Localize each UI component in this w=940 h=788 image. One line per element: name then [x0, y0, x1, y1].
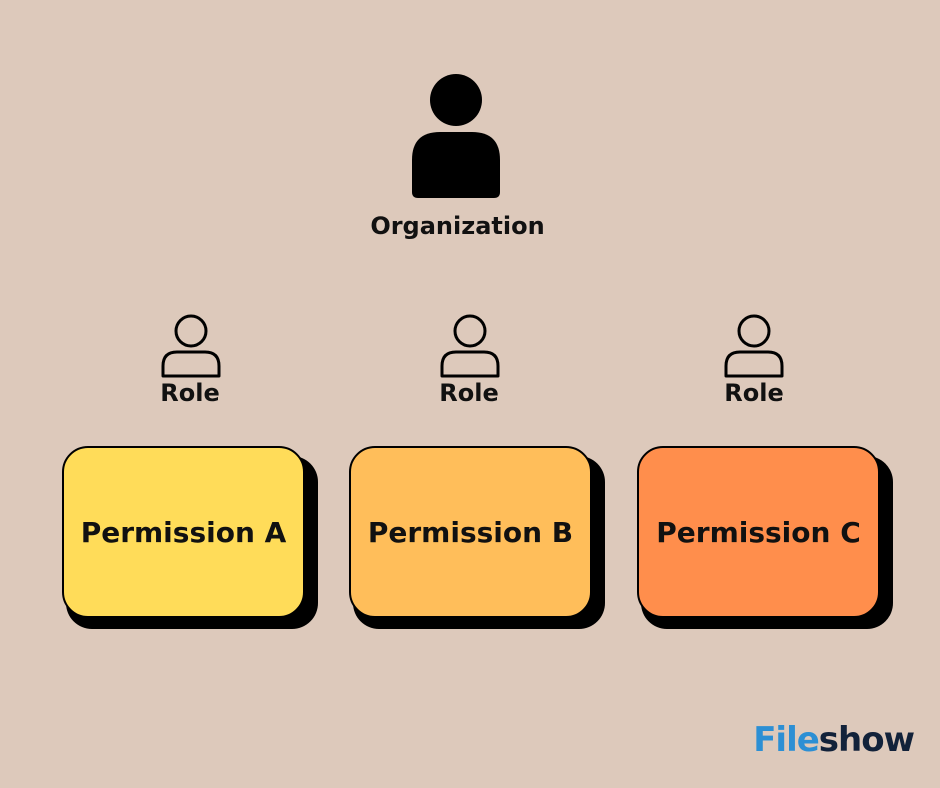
- organization-label: Organization: [370, 212, 545, 240]
- permission-b-label: Permission B: [367, 515, 574, 549]
- role-label: Role: [724, 379, 784, 407]
- role-person-icon: [724, 314, 784, 378]
- fileshow-logo: Fileshow: [753, 720, 915, 760]
- role-person-icon: [161, 314, 221, 378]
- role-label: Role: [160, 379, 220, 407]
- permission-a-box: Permission A: [62, 446, 305, 618]
- permission-a-label: Permission A: [80, 515, 287, 549]
- organization-person-icon: [412, 74, 500, 198]
- brand-show-text: show: [818, 720, 915, 760]
- permission-c-box: Permission C: [637, 446, 880, 618]
- permission-c-label: Permission C: [656, 515, 861, 549]
- brand-file-text: File: [753, 720, 820, 760]
- permission-b-box: Permission B: [349, 446, 592, 618]
- role-person-icon: [440, 314, 500, 378]
- role-label: Role: [439, 379, 499, 407]
